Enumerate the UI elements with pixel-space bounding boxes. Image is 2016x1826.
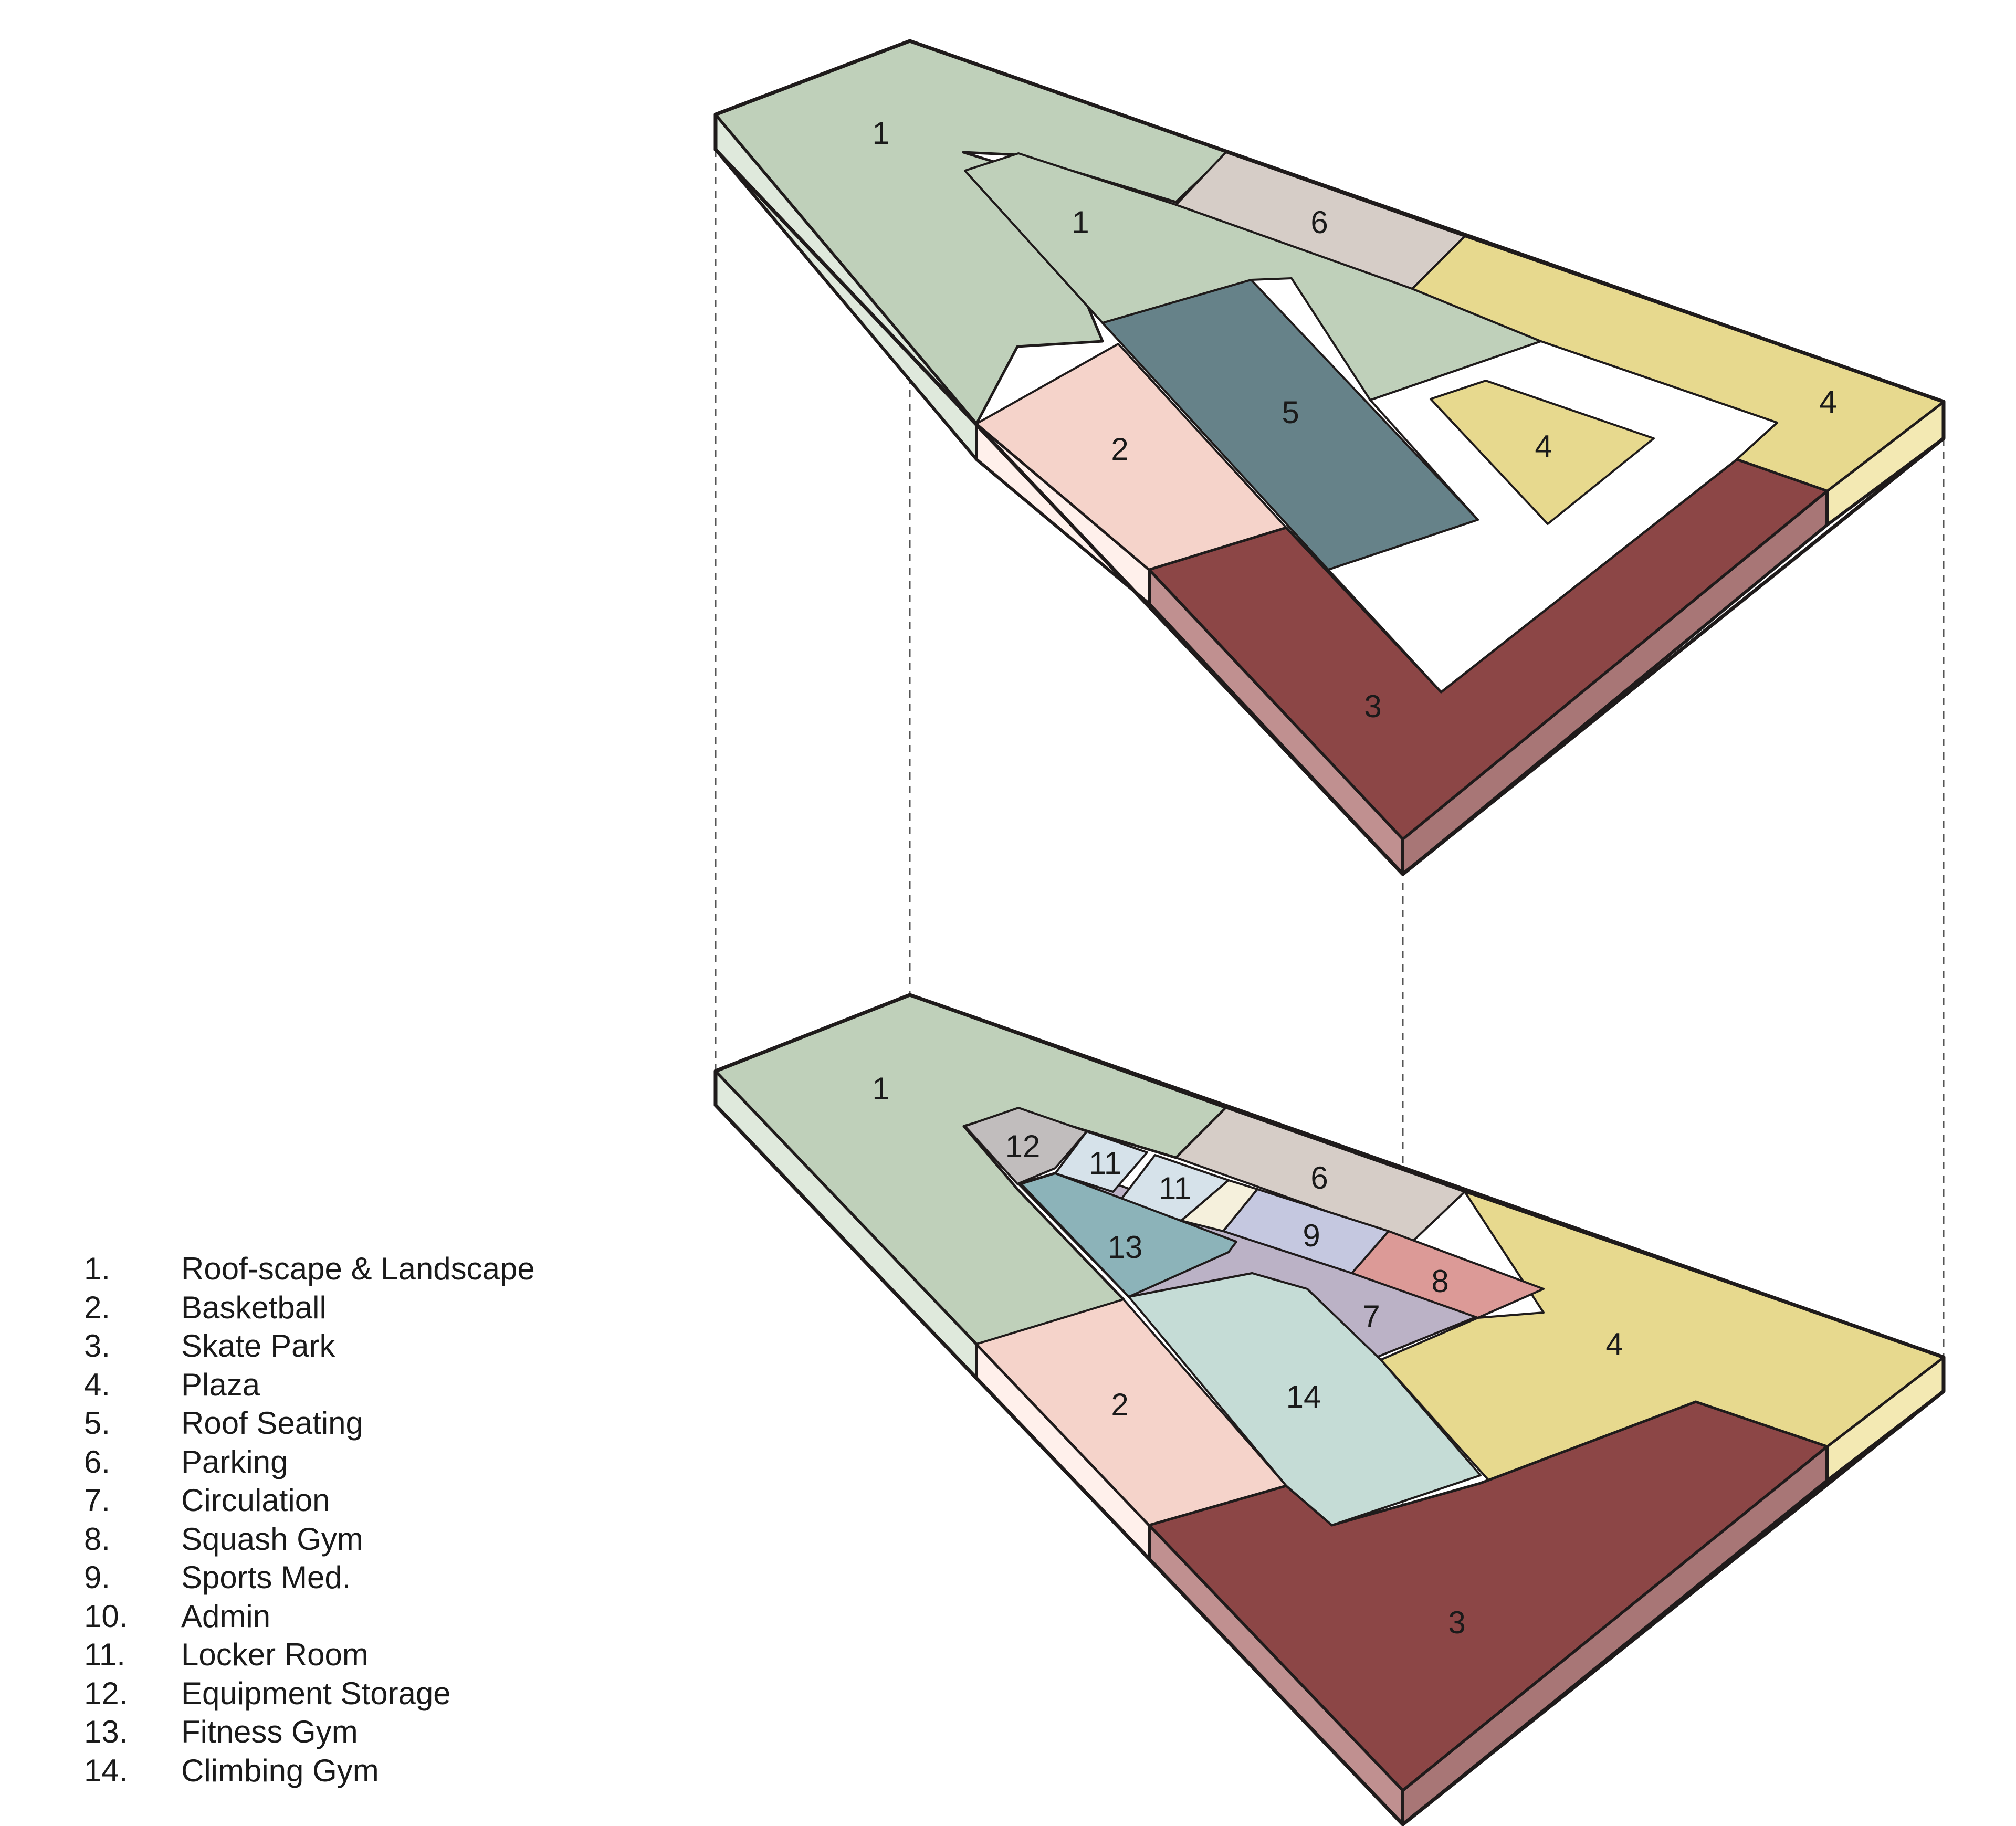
legend-number: 8.: [84, 1521, 111, 1557]
legend-item: 5. Roof Seating: [84, 1404, 535, 1443]
upper-outline: [713, 39, 1946, 876]
legend-number: 9.: [84, 1560, 111, 1595]
legend-text: Plaza: [181, 1367, 260, 1402]
legend-number: 4.: [84, 1367, 111, 1402]
legend-number: 1.: [84, 1251, 111, 1286]
lower-label-fitness: 13: [1108, 1230, 1143, 1265]
lower-label-circulation: 7: [1362, 1299, 1380, 1334]
legend-text: Equipment Storage: [181, 1675, 451, 1711]
legend-item: 8. Squash Gym: [84, 1520, 535, 1559]
legend-text: Basketball: [181, 1289, 327, 1325]
upper-label-roof-seating: 5: [1282, 395, 1299, 430]
legend-number: 3.: [84, 1328, 111, 1363]
legend-number: 12.: [84, 1675, 128, 1711]
lower-zone-climbing: [1128, 1272, 1482, 1526]
upper-level: [713, 39, 1946, 876]
legend-number: 11.: [84, 1637, 125, 1672]
upper-label-plaza-island: 4: [1535, 429, 1552, 464]
legend-item: 4. Plaza: [84, 1366, 535, 1404]
upper-label-skate: 3: [1364, 689, 1381, 724]
lower-label-equipment: 12: [1005, 1129, 1041, 1164]
upper-label-roofscape: 1: [872, 116, 889, 151]
legend-text: Roof Seating: [181, 1405, 363, 1441]
lower-label-basketball: 2: [1111, 1387, 1128, 1422]
legend-text: Roof-scape & Landscape: [181, 1251, 535, 1286]
lower-label-locker-1: 11: [1089, 1146, 1121, 1181]
legend-item: 10. Admin: [84, 1597, 535, 1636]
upper-label-roofscape-inner: 1: [1072, 205, 1089, 240]
upper-labels: 1 1 6 5 2 4 4 3: [872, 116, 1836, 724]
lower-labels: 1 12 11 11 6 9 13 8 7 4 2 14 3: [872, 1071, 1623, 1640]
legend-item: 9. Sports Med.: [84, 1558, 535, 1597]
legend-number: 10.: [84, 1598, 128, 1634]
lower-label-locker-2: 11: [1159, 1171, 1191, 1206]
lower-label-climbing: 14: [1286, 1379, 1321, 1414]
legend-number: 13.: [84, 1714, 128, 1749]
lower-label-sports-med: 9: [1303, 1218, 1320, 1253]
upper-label-plaza-band: 4: [1819, 384, 1836, 419]
lower-zone-fitness: [1020, 1172, 1237, 1298]
lower-zone-locker-1: [1054, 1130, 1148, 1193]
legend-number: 7.: [84, 1483, 111, 1518]
lower-zone-squash: [1351, 1230, 1545, 1319]
legend-number: 2.: [84, 1289, 111, 1325]
legend-text: Skate Park: [181, 1328, 335, 1363]
lower-label-roofscape: 1: [872, 1071, 889, 1106]
legend-text: Parking: [181, 1444, 288, 1479]
lower-label-plaza: 4: [1605, 1327, 1623, 1362]
legend-item: 6. Parking: [84, 1443, 535, 1482]
legend-item: 1. Roof-scape & Landscape: [84, 1250, 535, 1288]
legend-text: Fitness Gym: [181, 1714, 358, 1749]
legend-item: 14. Climbing Gym: [84, 1751, 535, 1790]
lower-zone-equipment: [964, 1107, 1088, 1185]
upper-label-parking: 6: [1310, 205, 1328, 240]
legend-number: 14.: [84, 1752, 128, 1788]
lower-outline: [713, 993, 1946, 1826]
legend-text: Circulation: [181, 1483, 330, 1518]
lower-level: [713, 993, 1946, 1826]
upper-zone-plaza-island: [1430, 380, 1655, 525]
legend: 1. Roof-scape & Landscape 2. Basketball 3.…: [84, 1250, 535, 1790]
lower-label-skate: 3: [1448, 1605, 1465, 1640]
legend-item: 3. Skate Park: [84, 1327, 535, 1366]
legend-item: 11. Locker Room: [84, 1635, 535, 1674]
legend-text: Sports Med.: [181, 1560, 351, 1595]
upper-label-basketball: 2: [1111, 432, 1128, 467]
upper-zone-roof-seating: [1101, 279, 1479, 571]
legend-item: 2. Basketball: [84, 1288, 535, 1327]
legend-item: 13. Fitness Gym: [84, 1713, 535, 1751]
legend-text: Locker Room: [181, 1637, 369, 1672]
legend-number: 5.: [84, 1405, 111, 1441]
legend-text: Admin: [181, 1598, 271, 1634]
legend-text: Squash Gym: [181, 1521, 363, 1557]
lower-label-parking: 6: [1310, 1160, 1328, 1195]
lower-label-squash: 8: [1431, 1264, 1448, 1299]
legend-text: Climbing Gym: [181, 1752, 379, 1788]
legend-item: 7. Circulation: [84, 1481, 535, 1520]
legend-number: 6.: [84, 1444, 111, 1479]
legend-item: 12. Equipment Storage: [84, 1674, 535, 1713]
